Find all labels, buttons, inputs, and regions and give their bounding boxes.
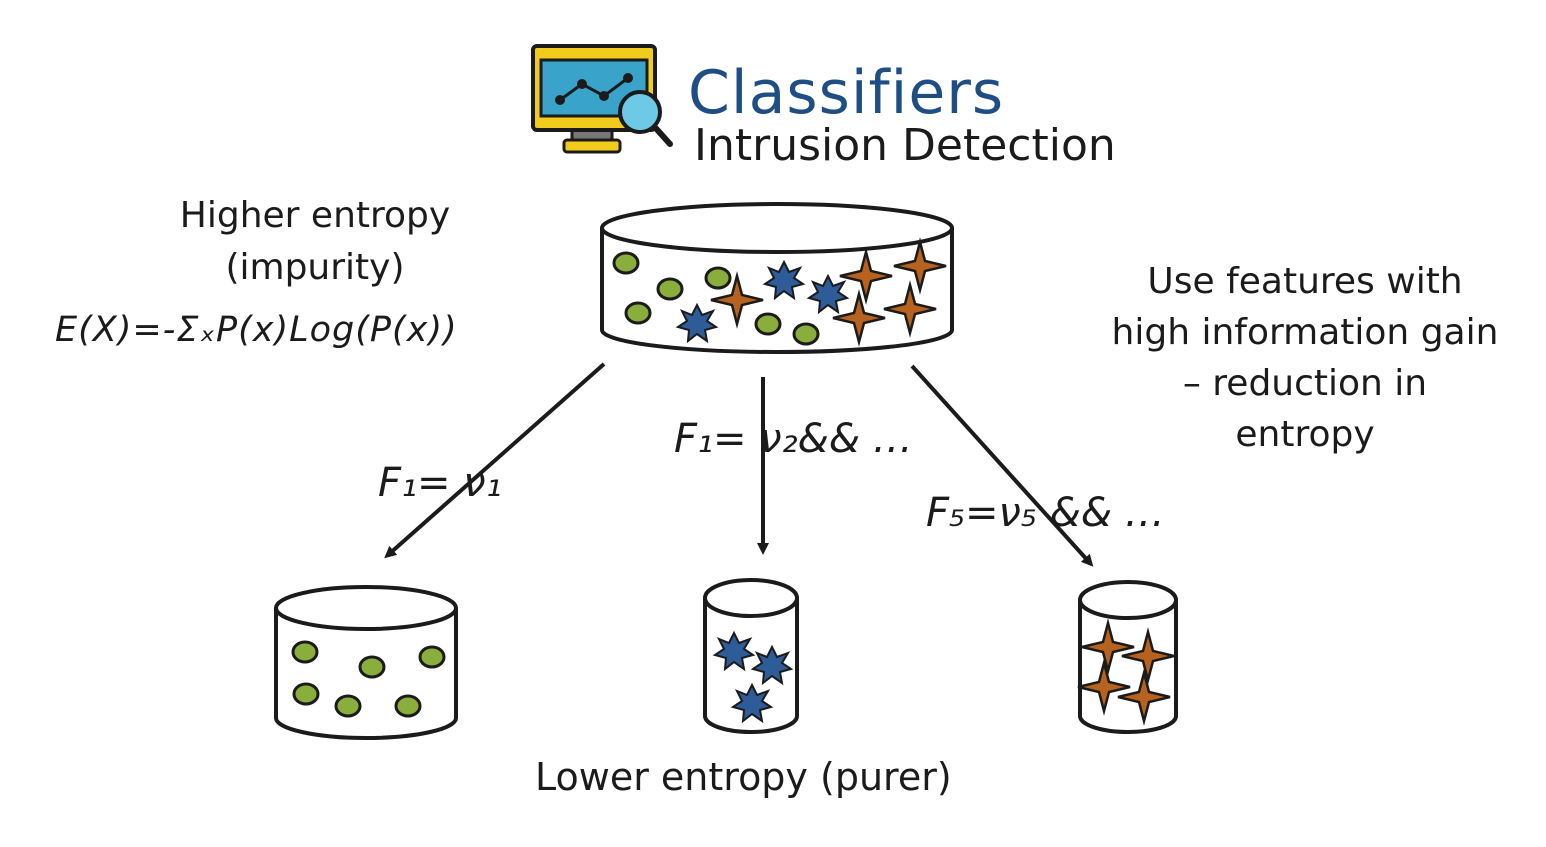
page-subtitle: Intrusion Detection <box>694 120 1116 171</box>
higher-entropy-line1: Higher entropy <box>179 195 451 236</box>
higher-entropy-label: Higher entropy (impurity) <box>150 190 480 294</box>
edge-label-right: F₅=ν₅ && … <box>926 490 1165 536</box>
edge-label-middle: F₁= ν₂&& … <box>674 416 913 462</box>
arrow-left <box>384 362 606 559</box>
lower-entropy-label: Lower entropy (purer) <box>535 755 952 799</box>
child-dataset-circles-cylinder <box>274 585 458 740</box>
child-dataset-orange-stars-cylinder <box>1076 580 1178 734</box>
page-title: Classifiers <box>688 58 1005 128</box>
child-dataset-blue-stars-cylinder <box>703 578 799 734</box>
arrow-right <box>910 364 1094 567</box>
monitor-chart-search-icon <box>531 44 673 154</box>
information-gain-note: Use features with high information gain … <box>1111 261 1499 455</box>
entropy-formula: E(X)=-ΣₓP(x)Log(P(x)) <box>55 310 458 350</box>
root-dataset-cylinder <box>600 202 954 354</box>
edge-label-left: F₁= ν₁ <box>378 460 502 506</box>
higher-entropy-line2: (impurity) <box>225 247 405 288</box>
